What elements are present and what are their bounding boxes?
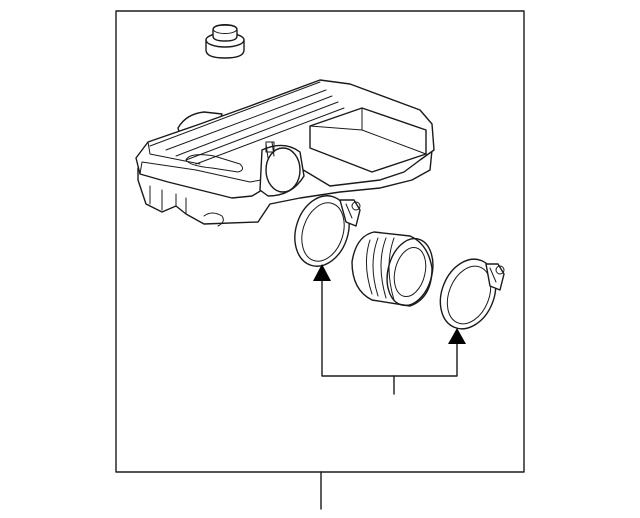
air-box-icon (135, 79, 435, 227)
grommet-cap-icon (205, 24, 245, 59)
hose-clamp-left-icon (294, 195, 361, 267)
diagram-frame (115, 10, 525, 473)
rubber-coupler-icon (351, 231, 434, 307)
bracket-leader-icon (313, 264, 466, 395)
hose-clamp-right-icon (439, 258, 505, 330)
